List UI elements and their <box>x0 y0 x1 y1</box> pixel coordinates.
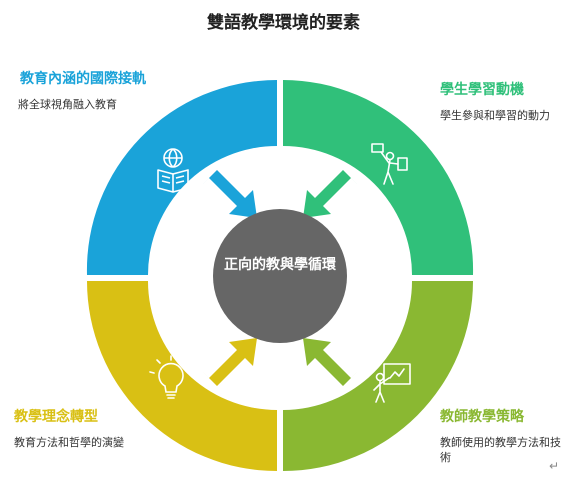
arrow-bottom-right <box>303 338 357 386</box>
center-circle <box>213 209 347 343</box>
label-top-right-desc: 學生參與和學習的動力 <box>440 109 550 122</box>
quadrant-bottom-right-ring <box>283 281 473 471</box>
book-globe-icon <box>157 148 189 193</box>
arrow-top-right <box>303 170 357 218</box>
arrow-bottom-left <box>203 338 257 386</box>
label-bottom-left-desc: 教育方法和哲學的演變 <box>14 436 124 449</box>
label-top-right: 學生學習動機 學生參與和學習的動力 <box>440 81 564 123</box>
arrow-top-left <box>203 170 257 218</box>
presenter-icon <box>371 143 408 185</box>
center-label: 正向的教與學循環 <box>224 257 336 273</box>
lightbulb-icon <box>149 355 193 399</box>
quadrant-top-left-ring <box>86 79 277 276</box>
label-bottom-right-title: 教師教學策略 <box>440 409 524 425</box>
label-top-right-title: 學生學習動機 <box>440 82 524 98</box>
label-bottom-right-desc: 教師使用的教學方法和技術 <box>440 436 561 464</box>
label-top-left-desc: 將全球視角融入教育 <box>18 98 117 111</box>
teacher-board-icon <box>373 363 411 403</box>
label-top-left: 教育內涵的國際接軌 將全球視角融入教育 <box>8 70 158 112</box>
label-bottom-left-title: 教學理念轉型 <box>14 409 98 425</box>
label-bottom-left: 教學理念轉型 教育方法和哲學的演變 <box>14 408 134 450</box>
label-bottom-right: 教師教學策略 教師使用的教學方法和技術 <box>440 408 564 465</box>
diagram-title: 雙語教學環境的要素 <box>207 13 360 33</box>
label-top-left-title: 教育內涵的國際接軌 <box>20 71 146 87</box>
quadrant-top-right-ring <box>283 79 474 275</box>
quadrant-bottom-left-ring <box>87 281 277 471</box>
paragraph-return-mark: ↵ <box>549 459 560 473</box>
